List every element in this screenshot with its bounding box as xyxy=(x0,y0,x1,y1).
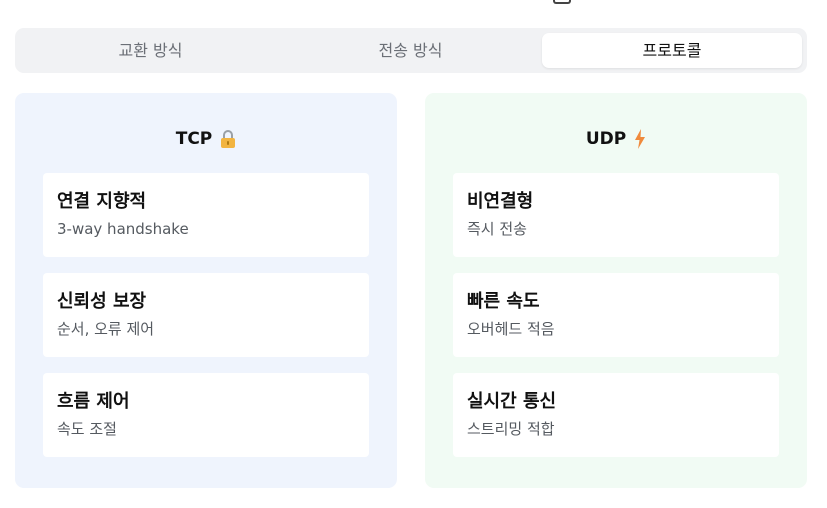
lock-icon xyxy=(220,129,236,149)
card-description: 즉시 전송 xyxy=(467,220,527,238)
tab-bar: 교환 방식 전송 방식 프로토콜 xyxy=(15,28,807,73)
tcp-panel: TCP 연결 지향적 3-way handshake 신뢰성 보장 순서, 오류… xyxy=(15,93,397,488)
card-title: 신뢰성 보장 xyxy=(57,291,147,312)
card-title: 빠른 속도 xyxy=(467,291,540,312)
card-title: 연결 지향적 xyxy=(57,191,147,212)
card-title: 실시간 통신 xyxy=(467,391,557,412)
card-description: 속도 조절 xyxy=(57,420,117,438)
card-title: 비연결형 xyxy=(467,191,534,212)
tab-protocol[interactable]: 프로토콜 xyxy=(542,33,802,68)
card-title: 흐름 제어 xyxy=(57,391,130,412)
card-description: 순서, 오류 제어 xyxy=(57,320,155,338)
tab-exchange-method[interactable]: 교환 방식 xyxy=(118,41,183,60)
udp-panel-header: UDP xyxy=(425,127,807,151)
tab-transmission-method[interactable]: 전송 방식 xyxy=(378,41,443,60)
tcp-title: TCP xyxy=(175,129,213,149)
udp-title: UDP xyxy=(585,129,627,149)
udp-feature-card: 빠른 속도 오버헤드 적음 xyxy=(453,273,779,357)
tcp-feature-card: 신뢰성 보장 순서, 오류 제어 xyxy=(43,273,369,357)
udp-panel: UDP 비연결형 즉시 전송 빠른 속도 오버헤드 적음 실시간 통신 스트리밍… xyxy=(425,93,807,488)
udp-feature-card: 비연결형 즉시 전송 xyxy=(453,173,779,257)
card-description: 3-way handshake xyxy=(57,220,189,238)
udp-feature-card: 실시간 통신 스트리밍 적합 xyxy=(453,373,779,457)
tcp-panel-header: TCP xyxy=(15,127,397,151)
partial-heading-glyph xyxy=(553,0,571,4)
lightning-icon xyxy=(634,129,646,149)
tcp-feature-card: 연결 지향적 3-way handshake xyxy=(43,173,369,257)
tcp-feature-card: 흐름 제어 속도 조절 xyxy=(43,373,369,457)
card-description: 오버헤드 적음 xyxy=(467,320,555,338)
card-description: 스트리밍 적합 xyxy=(467,420,555,438)
